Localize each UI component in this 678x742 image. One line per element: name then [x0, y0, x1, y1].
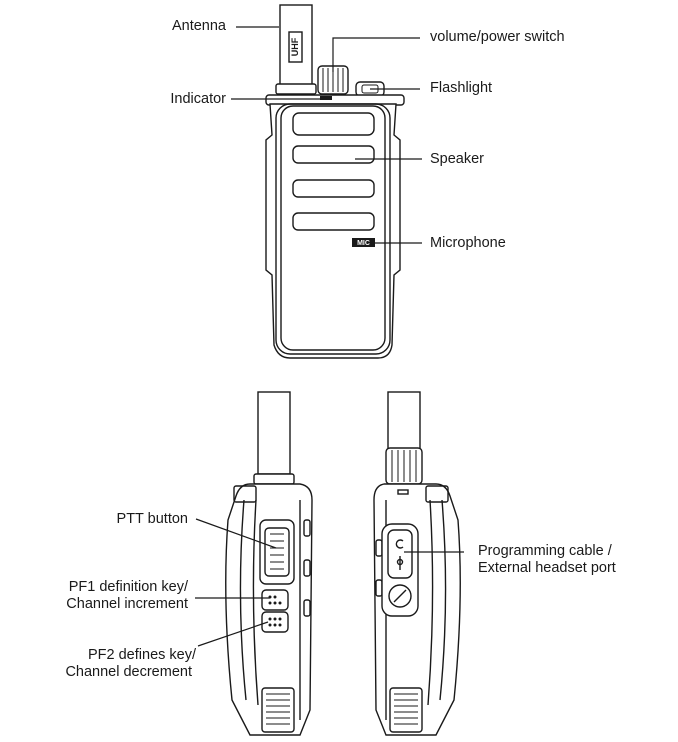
- pf2-key: [261, 611, 289, 633]
- headset-port-cover: [381, 523, 419, 617]
- indicator-led: [320, 96, 332, 100]
- label-microphone: Microphone: [430, 235, 506, 251]
- label-pf2-line1: PF2 defines key/: [88, 647, 196, 663]
- label-flashlight: Flashlight: [430, 80, 493, 96]
- front-view: UHF: [231, 4, 422, 359]
- antenna-band-marking: UHF: [290, 37, 300, 56]
- pf1-key: [261, 589, 289, 611]
- left-grip: [261, 687, 295, 733]
- label-pf2-line2: Channel decrement: [65, 664, 192, 680]
- label-volume-power-switch: volume/power switch: [430, 29, 565, 45]
- left-antenna: [257, 391, 291, 475]
- label-speaker: Speaker: [430, 151, 485, 167]
- right-antenna: [387, 391, 421, 453]
- label-ptt-button: PTT button: [116, 511, 188, 527]
- leader-volume: [332, 37, 420, 72]
- ptt-button: [259, 519, 295, 585]
- label-port-line2: External headset port: [478, 560, 616, 576]
- leader-pf2: [197, 621, 269, 647]
- label-pf1-line2: Channel increment: [66, 596, 188, 612]
- antenna: UHF: [275, 4, 317, 95]
- speaker-grille: [292, 112, 375, 231]
- label-port-line1: Programming cable /: [478, 543, 612, 559]
- microphone-marking: MIC: [352, 238, 375, 247]
- left-side-view: [195, 391, 313, 736]
- front-body: [265, 103, 401, 359]
- mic-marking-text: MIC: [357, 240, 370, 247]
- label-antenna: Antenna: [171, 18, 226, 34]
- label-pf1-line1: PF1 definition key/: [68, 579, 188, 595]
- right-grip: [389, 687, 423, 733]
- label-indicator: Indicator: [170, 91, 226, 107]
- right-side-view: [373, 391, 464, 736]
- leader-ptt: [195, 518, 277, 549]
